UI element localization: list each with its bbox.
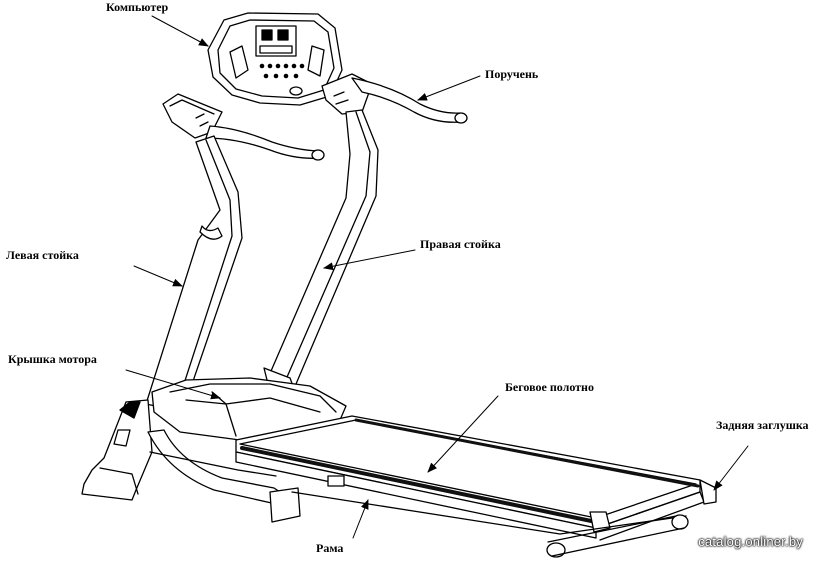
console (207, 12, 343, 106)
label-frame: Рама (316, 541, 344, 555)
watermark-text: catalog.onliner.by (698, 534, 803, 549)
label-computer: Компьютер (106, 0, 169, 14)
frame (81, 399, 689, 558)
label-running-belt: Беговое полотно (505, 380, 594, 394)
label-handrail: Поручень (485, 67, 539, 81)
label-motor-cover: Крышка мотора (8, 352, 97, 366)
leader-lines (125, 15, 749, 539)
label-rear-cap: Задняя заглушка (716, 418, 809, 432)
left-handrail (162, 93, 325, 161)
running-deck (235, 415, 717, 541)
left-upright (145, 135, 243, 409)
label-left-upright: Левая стойка (6, 248, 79, 262)
right-handrail (321, 73, 468, 124)
label-right-upright: Правая стойка (420, 237, 501, 251)
